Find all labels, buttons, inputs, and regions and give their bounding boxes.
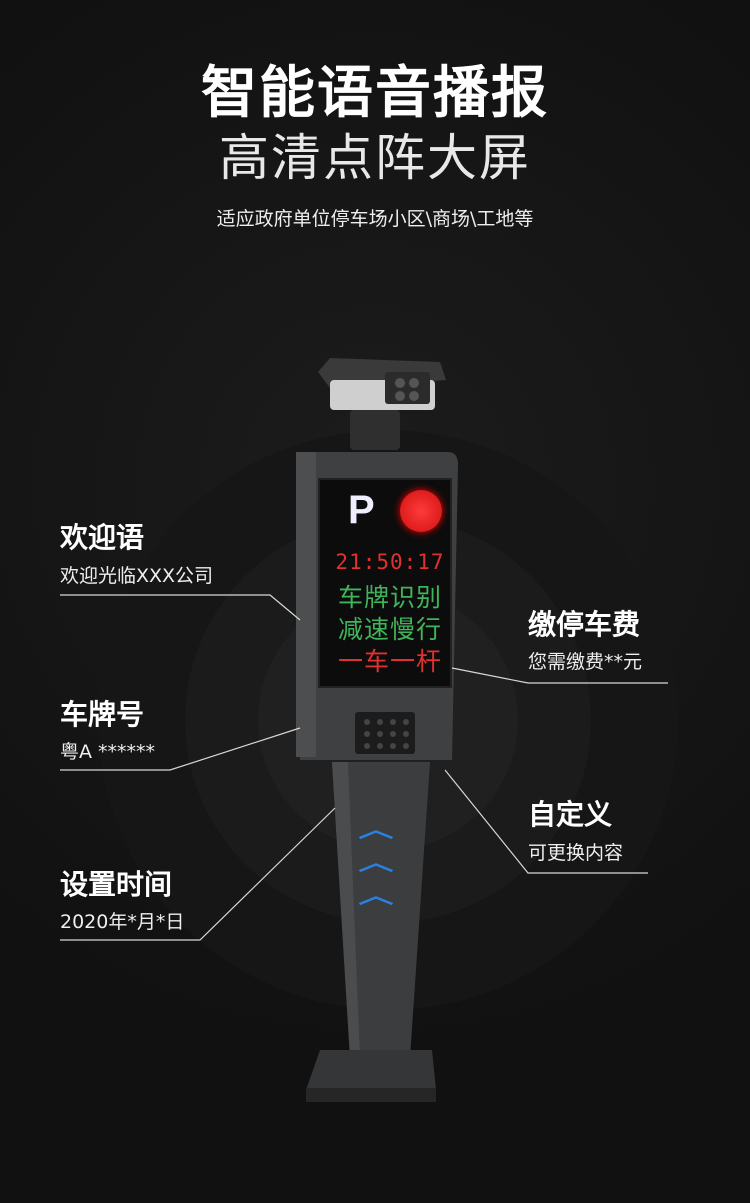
led-display: P 21:50:17 车牌识别 减速慢行 一车一杆 <box>318 478 452 688</box>
led-time: 21:50:17 <box>335 550 445 574</box>
callout-welcome-title: 欢迎语 <box>60 521 145 554</box>
callout-custom-text: 可更换内容 <box>528 842 624 864</box>
led-line-1: 车牌识别 <box>337 583 442 612</box>
led-line-2: 减速慢行 <box>337 615 442 644</box>
led-line-3: 一车一杆 <box>337 647 442 676</box>
chevron-up-icon: ︿ <box>358 884 394 909</box>
page-subtitle: 高清点阵大屏 <box>219 129 531 187</box>
callout-welcome-text: 欢迎光临XXX公司 <box>60 565 214 587</box>
callout-fee-title: 缴停车费 <box>528 608 641 641</box>
callout-plate-text: 粤A ****** <box>60 741 156 763</box>
chevron-up-icon: ︿ <box>358 818 394 843</box>
parking-sign: P <box>348 488 375 532</box>
page-description: 适应政府单位停车场小区\商场\工地等 <box>216 208 534 230</box>
red-light-icon <box>400 490 442 532</box>
callout-time-title: 设置时间 <box>60 868 173 901</box>
callout-plate-title: 车牌号 <box>60 698 145 731</box>
page-title: 智能语音播报 <box>201 61 549 126</box>
callout-fee-text: 您需缴费**元 <box>528 651 643 673</box>
chevron-up-icon: ︿ <box>358 851 394 876</box>
callout-custom-title: 自定义 <box>528 798 613 831</box>
callout-time-text: 2020年*月*日 <box>60 911 185 933</box>
